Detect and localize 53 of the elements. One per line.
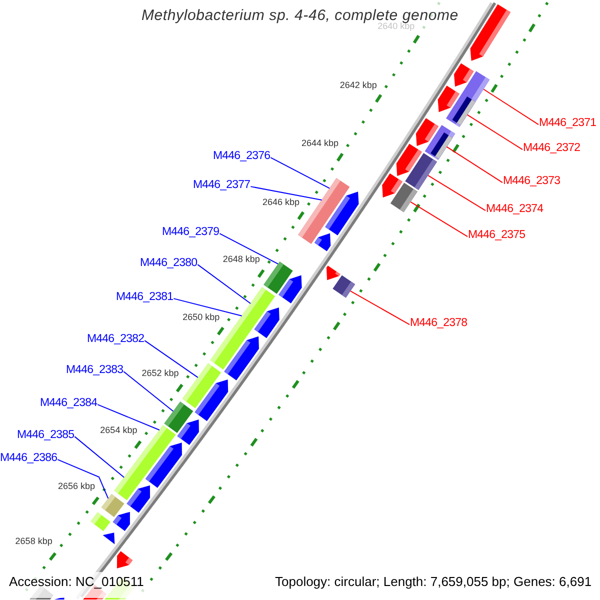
gene-label: M446_2376	[213, 150, 270, 162]
gene-feature	[182, 363, 222, 408]
leader-line	[57, 459, 109, 499]
gene-feature	[298, 178, 350, 244]
gene-label: M446_2371	[539, 116, 596, 130]
gene-label: M446_2378	[410, 316, 468, 330]
leader-line	[97, 404, 160, 430]
scale-label: 2648 kbp	[222, 255, 260, 264]
leader-line	[123, 371, 174, 412]
gene-label: M446_2384	[40, 396, 98, 410]
scale-label: 2652 kbp	[142, 369, 179, 378]
scale-label: 2644 kbp	[302, 139, 339, 148]
gene-label: M446_2381	[116, 290, 174, 304]
leader-line	[144, 340, 198, 378]
scale-label: 2640 kbp	[378, 22, 415, 31]
scale-label: 2658 kbp	[15, 537, 52, 546]
gene-label: M446_2386	[0, 452, 58, 464]
leader-line	[219, 233, 279, 264]
scale-label: 2654 kbp	[100, 426, 138, 435]
leader-line	[483, 88, 539, 126]
scale-label: 2642 kbp	[340, 80, 377, 90]
gene-feature	[101, 494, 124, 518]
gene-label: M446_2380	[140, 256, 198, 270]
leader-line	[74, 436, 125, 478]
leader-line	[270, 157, 330, 189]
leader-line	[197, 264, 252, 304]
gene-label: M446_2377	[193, 178, 250, 192]
gene-feature	[446, 71, 490, 128]
gene-feature	[430, 132, 453, 159]
gene-label: M446_2373	[503, 174, 560, 188]
leader-line	[250, 186, 322, 200]
leader-line	[410, 201, 468, 238]
leader-line	[350, 290, 410, 326]
gene-label: M446_2379	[162, 226, 220, 238]
gene-label: M446_2382	[87, 332, 144, 346]
gene-feature	[164, 402, 194, 433]
gene-feature	[332, 275, 356, 298]
gene-feature	[405, 153, 437, 190]
leader-line	[446, 146, 503, 184]
gene-label: M446_2372	[523, 142, 580, 154]
gene-label: M446_2374	[486, 202, 544, 216]
gene-label: M446_2383	[66, 364, 124, 376]
leader-line	[173, 298, 242, 316]
scale-label: 2656 kbp	[58, 482, 96, 491]
gene-feature	[452, 96, 476, 126]
gene-feature	[264, 262, 293, 294]
gene-label: M446_2375	[468, 228, 526, 242]
title: Methylobacterium sp. 4-46, complete genome	[142, 7, 458, 24]
scale-label: 2646 kbp	[262, 198, 300, 207]
leader-line	[428, 174, 486, 212]
gene-feature	[390, 182, 418, 212]
scale-label: 2650 kbp	[182, 312, 220, 322]
gene-label: M446_2385	[17, 428, 74, 442]
